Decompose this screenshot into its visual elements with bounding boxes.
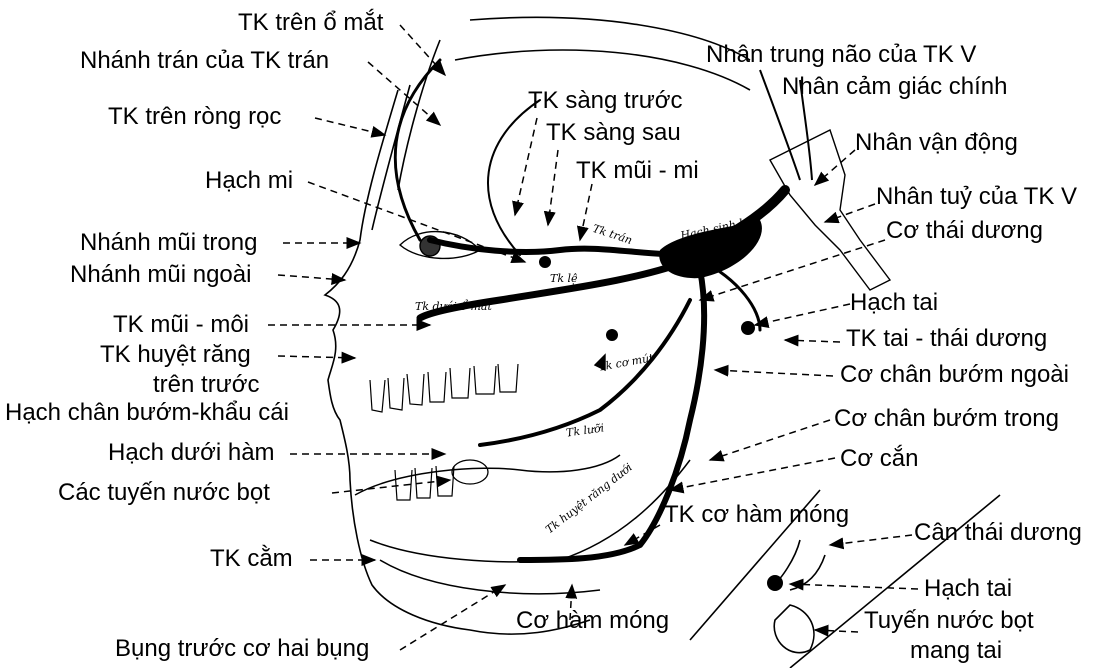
label-tuyen-mang-tai-line1: Tuyến nước bọt [864,608,1034,634]
label-tk-mui-moi: TK mũi - môi [113,312,249,338]
label-tk-tren-o-mat: TK trên ổ mắt [238,10,383,36]
label-tk-co-ham-mong: TK cơ hàm móng [664,502,849,528]
label-nhan-van-dong: Nhân vận động [855,130,1018,156]
label-co-can: Cơ cắn [840,446,918,472]
ganglia [452,256,783,591]
label-nhanh-mui-ngoai: Nhánh mũi ngoài [70,262,251,288]
label-co-chan-buom-ngoai: Cơ chân bướm ngoài [840,362,1069,388]
label-hach-mi: Hạch mi [205,168,293,194]
label-co-ham-mong: Cơ hàm móng [516,608,669,634]
inner-label-tk-duoi-o-mat: Tk dưới ổ mắt [415,300,492,313]
label-nhan-tuy: Nhân tuỷ của TK V [876,184,1077,210]
label-tk-sang-sau: TK sàng sau [546,120,681,146]
label-bung-truoc: Bụng trước cơ hai bụng [115,636,369,662]
label-nhan-cam-giac: Nhân cảm giác chính [782,74,1007,100]
mandible [355,455,690,594]
label-nhanh-tran: Nhánh trán của TK trán [80,48,329,74]
label-tk-tai-thai-duong: TK tai - thái dương [846,326,1047,352]
label-tk-mui-mi: TK mũi - mi [576,158,699,184]
label-nhan-trung-nao: Nhân trung não của TK V [706,42,976,68]
label-hach-tai: Hạch tai [850,290,938,316]
label-can-thai-duong: Cân thái dương [914,520,1082,546]
label-hach-tai-inset: Hạch tai [924,576,1012,602]
label-co-chan-buom-trong: Cơ chân bướm trong [834,406,1059,432]
label-nhanh-mui-trong: Nhánh mũi trong [80,230,257,256]
label-hach-chan-buom-khau-cai: Hạch chân bướm-khẩu cái [5,400,289,426]
label-tk-cam: TK cằm [210,546,293,572]
inner-label-tk-le: Tk lệ [550,272,578,285]
label-hach-duoi-ham: Hạch dưới hàm [108,440,275,466]
label-tk-sang-truoc: TK sàng trước [528,88,683,114]
label-tk-huyet-rang-line2: trên trước [153,372,260,398]
label-tk-tren-rong-roc: TK trên ròng rọc [108,104,281,130]
label-tuyen-mang-tai-line2: mang tai [910,638,1002,664]
label-cac-tuyen-nuoc-bot: Các tuyến nước bọt [58,480,270,506]
label-tk-huyet-rang-line1: TK huyệt răng [100,342,251,368]
brainstem [760,70,890,290]
label-co-thai-duong: Cơ thái dương [886,218,1043,244]
